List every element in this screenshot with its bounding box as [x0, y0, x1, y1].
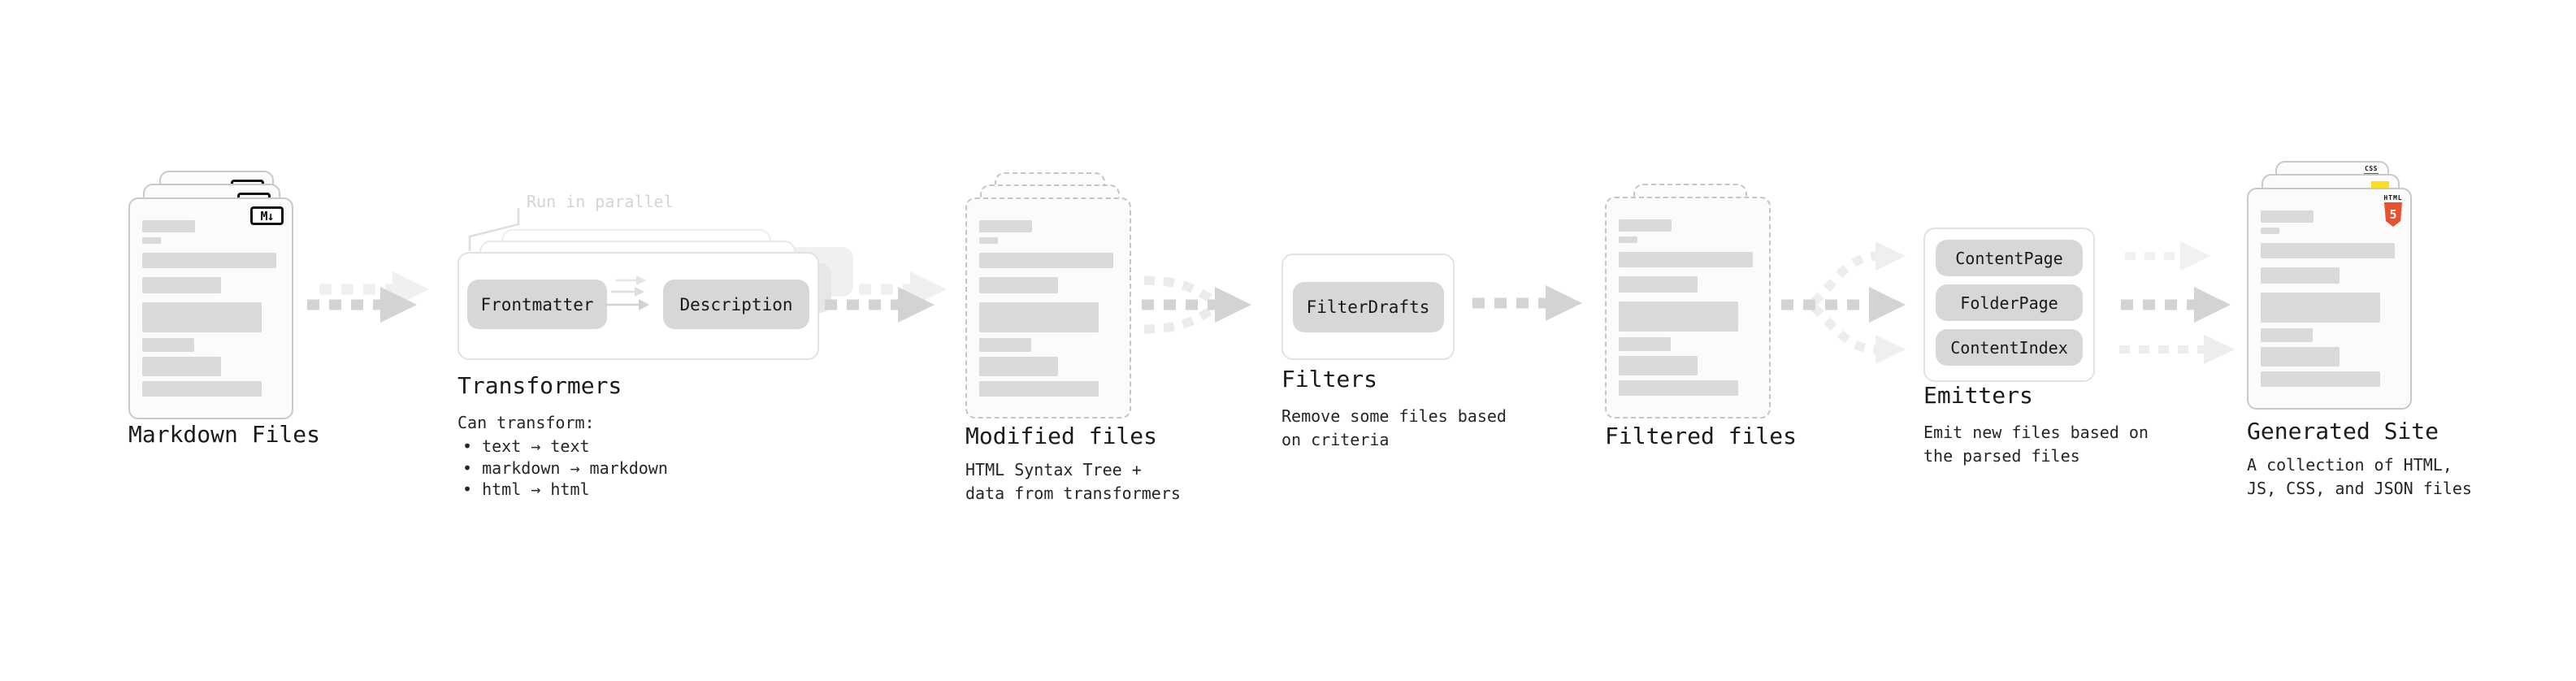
arrow-filtered-to-emitters	[1781, 241, 1906, 364]
run-in-parallel-annotation: Run in parallel	[527, 192, 674, 211]
folderpage-pill: FolderPage	[1936, 284, 2083, 321]
arrow-filters-to-filtered	[1472, 285, 1582, 321]
filtered-doc-front	[1605, 197, 1771, 419]
bullet-item: • markdown → markdown	[462, 458, 668, 478]
can-transform-heading: Can transform:	[458, 413, 595, 432]
filters-card: FilterDrafts	[1281, 254, 1455, 360]
transform-bullet-list: • text → text • markdown → markdown • ht…	[458, 436, 668, 501]
bullet-item: • text → text	[462, 436, 590, 456]
contentindex-pill: ContentIndex	[1936, 329, 2083, 366]
transformer-card-front: Frontmatter Description	[458, 252, 819, 360]
bullet-item: • html → html	[462, 479, 590, 499]
markdown-files-label: Markdown Files	[128, 421, 321, 448]
arrow-emitters-to-generated	[2119, 241, 2235, 364]
modified-doc-front	[965, 197, 1131, 419]
generated-doc-html: HTML 5	[2247, 188, 2412, 410]
html5-icon: HTML 5	[2383, 194, 2403, 227]
arrow-modified-to-filters	[1142, 275, 1251, 334]
markdown-icon: M↓	[250, 206, 284, 225]
placeholder-text-lines	[2249, 189, 2410, 387]
transformers-label: Transformers	[458, 372, 622, 399]
emitters-subtitle: Emit new files based on the parsed files	[1923, 423, 2149, 466]
placeholder-text-lines	[130, 199, 292, 397]
filterdrafts-pill: FilterDrafts	[1292, 281, 1444, 332]
filters-label: Filters	[1281, 366, 1378, 393]
placeholder-text-lines	[1607, 198, 1769, 396]
filtered-files-label: Filtered files	[1605, 423, 1798, 449]
markdown-doc-front: M↓	[128, 197, 293, 419]
description-pill: Description	[663, 280, 809, 329]
generated-site-subtitle: A collection of HTML, JS, CSS, and JSON …	[2247, 455, 2472, 498]
filters-subtitle: Remove some files based on criteria	[1281, 406, 1507, 449]
emitters-label: Emitters	[1923, 382, 2033, 409]
modified-files-label: Modified files	[965, 423, 1158, 449]
frontmatter-pill: Frontmatter	[467, 280, 607, 329]
modified-files-subtitle: HTML Syntax Tree + data from transformer…	[965, 460, 1181, 503]
arrow-markdown-to-transformers	[307, 271, 429, 323]
placeholder-text-lines	[967, 199, 1130, 397]
emitters-card: ContentPage FolderPage ContentIndex	[1923, 228, 2095, 382]
contentpage-pill: ContentPage	[1936, 240, 2083, 276]
javascript-icon	[2371, 181, 2389, 190]
generated-site-label: Generated Site	[2247, 418, 2439, 445]
